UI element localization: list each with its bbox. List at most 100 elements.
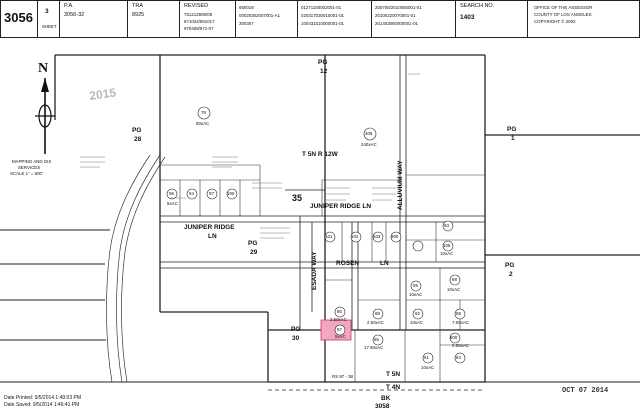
parcel-id: 87	[337, 327, 342, 332]
pg-1-label: PG	[507, 126, 517, 133]
parcel-id: 92	[415, 311, 420, 316]
date-saved: Date Saved: 9/5/2014 1:46:41 PM	[4, 402, 80, 408]
tra-label: TRA	[132, 3, 143, 9]
revision-entry: 650018	[239, 5, 254, 10]
parcel-area: 2.50xAC	[367, 320, 384, 325]
revised-label: REVISED	[184, 3, 209, 9]
faded-map-number: 2015	[88, 85, 117, 103]
rs-note: RS 87 - 38	[332, 374, 353, 379]
parcel-area: 10xAC	[447, 287, 461, 292]
fine-print	[80, 73, 420, 239]
pg-2-label: PG	[505, 262, 515, 269]
date-printed: Date Printed: 9/5/2014 1:49:03 PM	[4, 395, 81, 401]
parcel-id: 99	[413, 283, 418, 288]
tra-value: 8925	[132, 12, 145, 18]
railroad-lines	[106, 154, 166, 383]
revision-col-4: 200706/2010050001-01 20100220070001-01 2…	[372, 0, 456, 38]
township-range: T 5N R 12W	[302, 151, 338, 158]
parcel-id: 86	[374, 337, 379, 342]
book-number: 3058	[375, 403, 390, 410]
north-letter: N	[38, 61, 49, 76]
parcel-id: 98	[452, 277, 457, 282]
parcel-id: 96	[169, 191, 174, 196]
west-parcel-lines	[0, 229, 640, 383]
received-stamp: OCT 07 2014	[562, 387, 609, 395]
parcel-area: 10xAC	[421, 365, 435, 370]
street-juniper-ridge-west-suffix: LN	[208, 233, 217, 240]
parcel-id: 108	[443, 243, 451, 248]
north-arrow: N	[30, 61, 60, 154]
services-line: MAPPING AND GIS	[12, 159, 52, 164]
parcel-area: 17.50xAC	[364, 345, 384, 350]
sheet-label: SHEET	[42, 24, 57, 29]
pg-30-number: 30	[292, 335, 300, 342]
pg-28-label: PG	[132, 127, 142, 134]
street-esada-way: ESADA WAY	[311, 251, 318, 290]
parcel-area: 5xAC	[167, 201, 178, 206]
parcel-id: 89	[375, 311, 380, 316]
services-line: SERVICES	[18, 165, 41, 170]
parcel-id: 101	[325, 234, 333, 239]
revised-date: 751212908/09	[184, 12, 213, 17]
street-juniper-ridge-east: JUNIPER RIDGE LN	[310, 203, 372, 210]
boundary-lines	[54, 54, 640, 383]
revision-col-2: 650018 00020302007001-A1 300307	[236, 0, 298, 38]
parcel-id: 102	[351, 234, 359, 239]
revised-cell: REVISED 751212908/09 871024/891017 97040…	[180, 0, 236, 38]
revision-entry: 100431010000001-01	[301, 21, 344, 26]
tra-cell: TRA 8925	[128, 0, 180, 38]
street-rosen: ROSEN	[336, 260, 360, 267]
township-5n: T 5N	[386, 371, 401, 378]
office-line: COPYRIGHT © 2002	[534, 19, 576, 24]
parcel-id: 91	[424, 355, 429, 360]
street-alluvium-way: ALLUVIUM WAY	[397, 160, 404, 210]
street-juniper-ridge-west: JUNIPER RIDGE	[184, 224, 235, 231]
parcel-id: 300	[391, 234, 399, 239]
parcel-id: 97	[209, 191, 214, 196]
street-rosen-suffix: LN	[380, 260, 389, 267]
pa-cell: P.A. 3056-32	[60, 0, 128, 38]
parcel-area: 10xAC	[409, 292, 423, 297]
parcel-area: 10xAC	[440, 251, 454, 256]
parcel-id: 309	[365, 131, 373, 136]
parcel-id: 90	[337, 309, 342, 314]
section-number: 35	[292, 193, 303, 203]
sheet-cell: 3 SHEET	[38, 0, 60, 38]
parcel-area: 2.50xAC	[330, 317, 347, 322]
revision-entry: 01271100002001-01	[301, 5, 342, 10]
parcel-area: 80xAC	[196, 121, 210, 126]
revised-date: 871024/891017	[184, 19, 215, 24]
office-line: COUNTY OF LOS ANGELES	[534, 12, 592, 17]
revision-entry: 20100220070001-01	[375, 13, 416, 18]
revision-entry: 201403060000001-01	[375, 21, 418, 26]
pg-30-label: PG	[291, 326, 301, 333]
parcel-id: 103	[373, 234, 381, 239]
parcel-area: 2.50xAC	[452, 343, 469, 348]
parcel-area: 5xAC	[335, 334, 346, 339]
pg-12-label: PG	[318, 59, 328, 66]
map-number-cell: 3056	[0, 0, 38, 38]
pg-12-number: 12	[320, 68, 328, 75]
pa-label: P.A.	[64, 3, 74, 9]
map-number: 3056	[4, 10, 33, 25]
parcel-area: 10xAC	[410, 320, 424, 325]
pg-2-number: 2	[509, 271, 513, 278]
pg-29-label: PG	[248, 240, 258, 247]
search-label: SEARCH NO.	[460, 3, 495, 9]
office-line: OFFICE OF THE ASSESSOR	[534, 5, 593, 10]
search-cell: SEARCH NO. 1403	[456, 0, 528, 38]
parcel-lines	[160, 164, 485, 382]
parcel-id: 76	[201, 110, 206, 115]
revision-entry: 300307	[239, 21, 254, 26]
pa-value: 3056-32	[64, 12, 85, 18]
parcel-id: 900	[450, 335, 458, 340]
header-strip: 3056 3 SHEET P.A. 3056-32 TRA 8925 REVIS…	[0, 0, 640, 38]
pg-29-number: 29	[250, 249, 258, 256]
sheet-number: 3	[45, 8, 49, 15]
pg-28-number: 28	[134, 136, 142, 143]
parcel-id: 88	[456, 311, 461, 316]
revision-entry: 00020302007001-A1	[239, 13, 281, 18]
revision-col-3: 01271100002001-01 020317030010001-01 100…	[298, 0, 372, 38]
parcel-id: 84	[456, 355, 461, 360]
